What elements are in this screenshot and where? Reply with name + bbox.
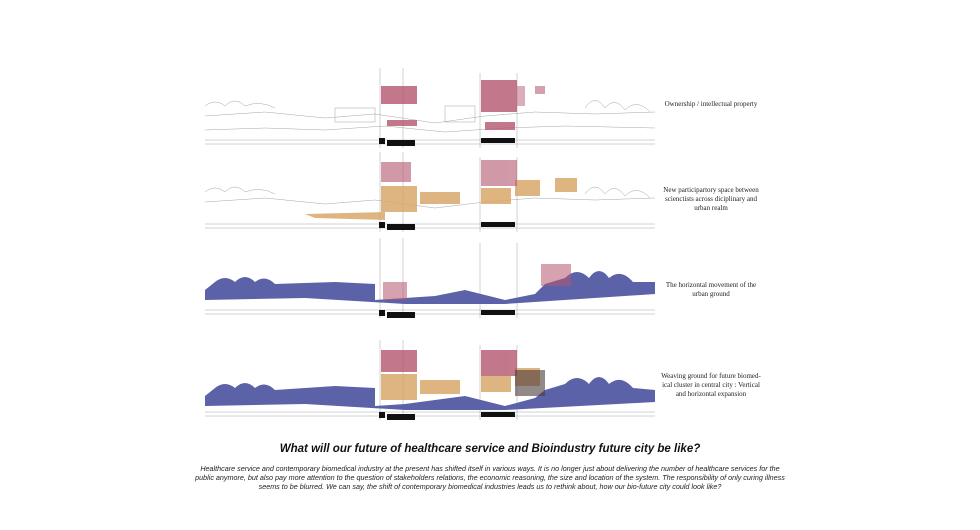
body-paragraph: Healthcare service and contemporary biom… bbox=[195, 464, 785, 491]
caption-participatory: New participartory space between scienct… bbox=[663, 186, 759, 212]
caption-ownership: Ownership / intellectual property bbox=[664, 100, 758, 108]
page-title: What will our future of healthcare servi… bbox=[279, 443, 701, 455]
section-drawing-participatory bbox=[205, 152, 655, 242]
section-drawing-ownership bbox=[205, 68, 655, 158]
caption-weaving-ground: Weaving ground for future biomed-ical cl… bbox=[661, 372, 761, 398]
section-drawing-weaving-ground bbox=[205, 340, 655, 430]
section-drawing-urban-ground bbox=[205, 238, 655, 328]
caption-urban-ground: The horizontal movement of the urban gro… bbox=[665, 281, 757, 298]
